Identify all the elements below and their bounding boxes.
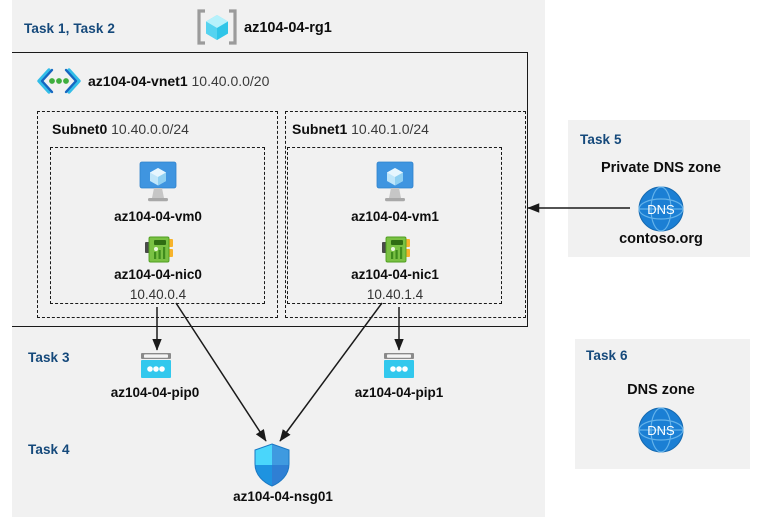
dns-zone-icon: DNS — [633, 405, 689, 455]
subnet0-name: Subnet0 — [52, 121, 108, 137]
nic0-name: az104-04-nic0 — [114, 267, 202, 282]
vnet-header: az104-04-vnet1 10.40.0.0/20 — [88, 73, 269, 89]
nic1-name: az104-04-nic1 — [351, 267, 439, 282]
subnet1-cidr: 10.40.1.0/24 — [351, 121, 429, 137]
task-label-nsg: Task 4 — [28, 442, 70, 457]
vnet-box — [12, 52, 528, 327]
resource-group-name: az104-04-rg1 — [244, 20, 332, 36]
dns-icon-text: DNS — [647, 423, 675, 438]
public-ip-address-icon — [381, 352, 417, 382]
dns-heading: DNS zone — [627, 382, 695, 398]
vnet-cidr: 10.40.0.0/20 — [191, 73, 270, 89]
pip0-name: az104-04-pip0 — [110, 385, 200, 400]
subnet0-cidr: 10.40.0.0/24 — [111, 121, 189, 137]
public-ip-address-icon — [138, 352, 174, 382]
virtual-machine-icon — [134, 160, 182, 204]
vm0-name: az104-04-vm0 — [114, 209, 202, 224]
subnet1-box — [285, 111, 526, 318]
network-interface-icon — [380, 235, 412, 265]
private-dns-icon-text: DNS — [647, 202, 675, 217]
pip1-name: az104-04-pip1 — [354, 385, 444, 400]
subnet1-header: Subnet1 10.40.1.0/24 — [292, 121, 429, 137]
private-dns-heading: Private DNS zone — [600, 160, 722, 176]
virtual-network-icon — [36, 68, 82, 94]
vm1-name: az104-04-vm1 — [351, 209, 439, 224]
nic0-ip: 10.40.0.4 — [129, 287, 187, 302]
task-label-private-dns: Task 5 — [580, 132, 622, 147]
nsg-name: az104-04-nsg01 — [233, 489, 333, 504]
task-label-rg: Task 1, Task 2 — [24, 21, 115, 36]
task-label-public-ip: Task 3 — [28, 350, 70, 365]
network-interface-icon — [143, 235, 175, 265]
task-label-dns: Task 6 — [586, 348, 628, 363]
private-dns-name: contoso.org — [619, 231, 703, 247]
subnet0-resources-box — [50, 147, 265, 304]
resource-group-icon — [196, 8, 238, 46]
nic1-ip: 10.40.1.4 — [366, 287, 424, 302]
subnet1-name: Subnet1 — [292, 121, 348, 137]
vnet-name: az104-04-vnet1 — [88, 73, 188, 89]
subnet1-resources-box — [287, 147, 502, 304]
network-security-group-icon — [252, 443, 292, 487]
dns-zone-icon: DNS — [633, 184, 689, 234]
public-ip-panel — [20, 339, 538, 413]
virtual-machine-icon — [371, 160, 419, 204]
subnet0-header: Subnet0 10.40.0.0/24 — [52, 121, 189, 137]
